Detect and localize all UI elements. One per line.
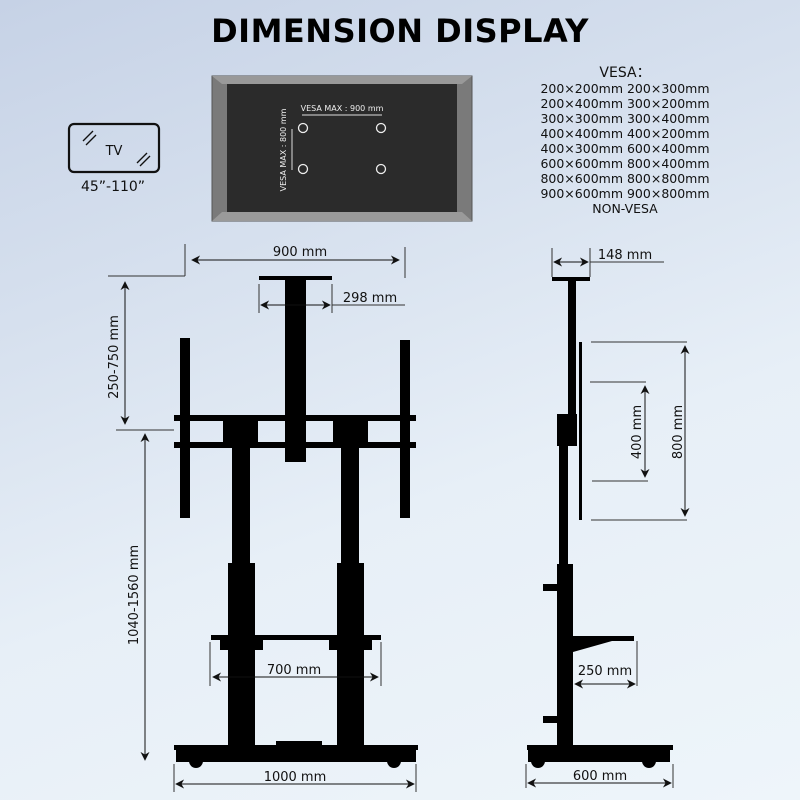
vesa-size: 900×800mm	[626, 186, 710, 201]
vesa-max-height: VESA MAX : 800 mm	[279, 108, 288, 191]
vesa-size: 800×800mm	[626, 171, 710, 186]
vesa-size: 600×600mm	[540, 156, 623, 171]
dim-width-top: 900 mm	[273, 245, 327, 260]
vesa-row: 300×300mm 300×400mm	[525, 111, 725, 126]
vesa-size: 400×200mm	[626, 126, 710, 141]
front-view	[108, 244, 418, 792]
vesa-size: 800×600mm	[540, 171, 623, 186]
vesa-row: 400×300mm 600×400mm	[525, 141, 725, 156]
vesa-size: 400×300mm	[540, 141, 623, 156]
mount-plate: VESA MAX : 900 mm VESA MAX : 800 mm	[211, 75, 473, 222]
vesa-footer: NON-VESA	[592, 201, 658, 216]
dim-bracket-inner: 400 mm	[630, 405, 645, 459]
tv-size-range: 45”-110”	[81, 179, 145, 195]
vesa-size: 300×300mm	[540, 111, 623, 126]
dim-base-depth: 600 mm	[573, 769, 627, 784]
vesa-size: 200×400mm	[540, 96, 623, 111]
vesa-size: 400×400mm	[540, 126, 623, 141]
vesa-size: 600×400mm	[626, 141, 710, 156]
tv-icon: TV	[67, 122, 161, 174]
vesa-max-width: VESA MAX : 900 mm	[301, 104, 384, 113]
vesa-heading: VESA：	[599, 65, 651, 81]
vesa-row: 400×400mm 400×200mm	[525, 126, 725, 141]
tv-label: TV	[105, 144, 123, 159]
vesa-compatibility-list: VESA： 200×200mm 200×300mm 200×400mm 300×…	[525, 65, 725, 217]
dim-base-width: 1000 mm	[264, 770, 327, 785]
vesa-row: 600×600mm 800×400mm	[525, 156, 725, 171]
vesa-row: 800×600mm 800×800mm	[525, 171, 725, 186]
vesa-row: 200×400mm 300×200mm	[525, 96, 725, 111]
vesa-size: 200×300mm	[626, 81, 710, 96]
dim-height-range: 1040-1560 mm	[127, 545, 142, 645]
dim-shelf-depth: 250 mm	[578, 664, 632, 679]
dim-mount-adjust: 250-750 mm	[107, 315, 122, 399]
vesa-row: 200×200mm 200×300mm	[525, 81, 725, 96]
vesa-size: 900×600mm	[540, 186, 623, 201]
dim-shelf-width: 700 mm	[267, 663, 321, 678]
dim-camera-shelf-depth: 148 mm	[598, 248, 652, 263]
vesa-size: 200×200mm	[540, 81, 623, 96]
vesa-size: 300×400mm	[626, 111, 710, 126]
dim-camera-shelf: 298 mm	[343, 291, 397, 306]
dim-bracket-outer: 800 mm	[671, 405, 686, 459]
page-title: DIMENSION DISPLAY	[211, 12, 589, 50]
vesa-row: 900×600mm 900×800mm	[525, 186, 725, 201]
side-view	[525, 248, 690, 788]
vesa-size: 300×200mm	[626, 96, 710, 111]
vesa-size: 800×400mm	[626, 156, 710, 171]
